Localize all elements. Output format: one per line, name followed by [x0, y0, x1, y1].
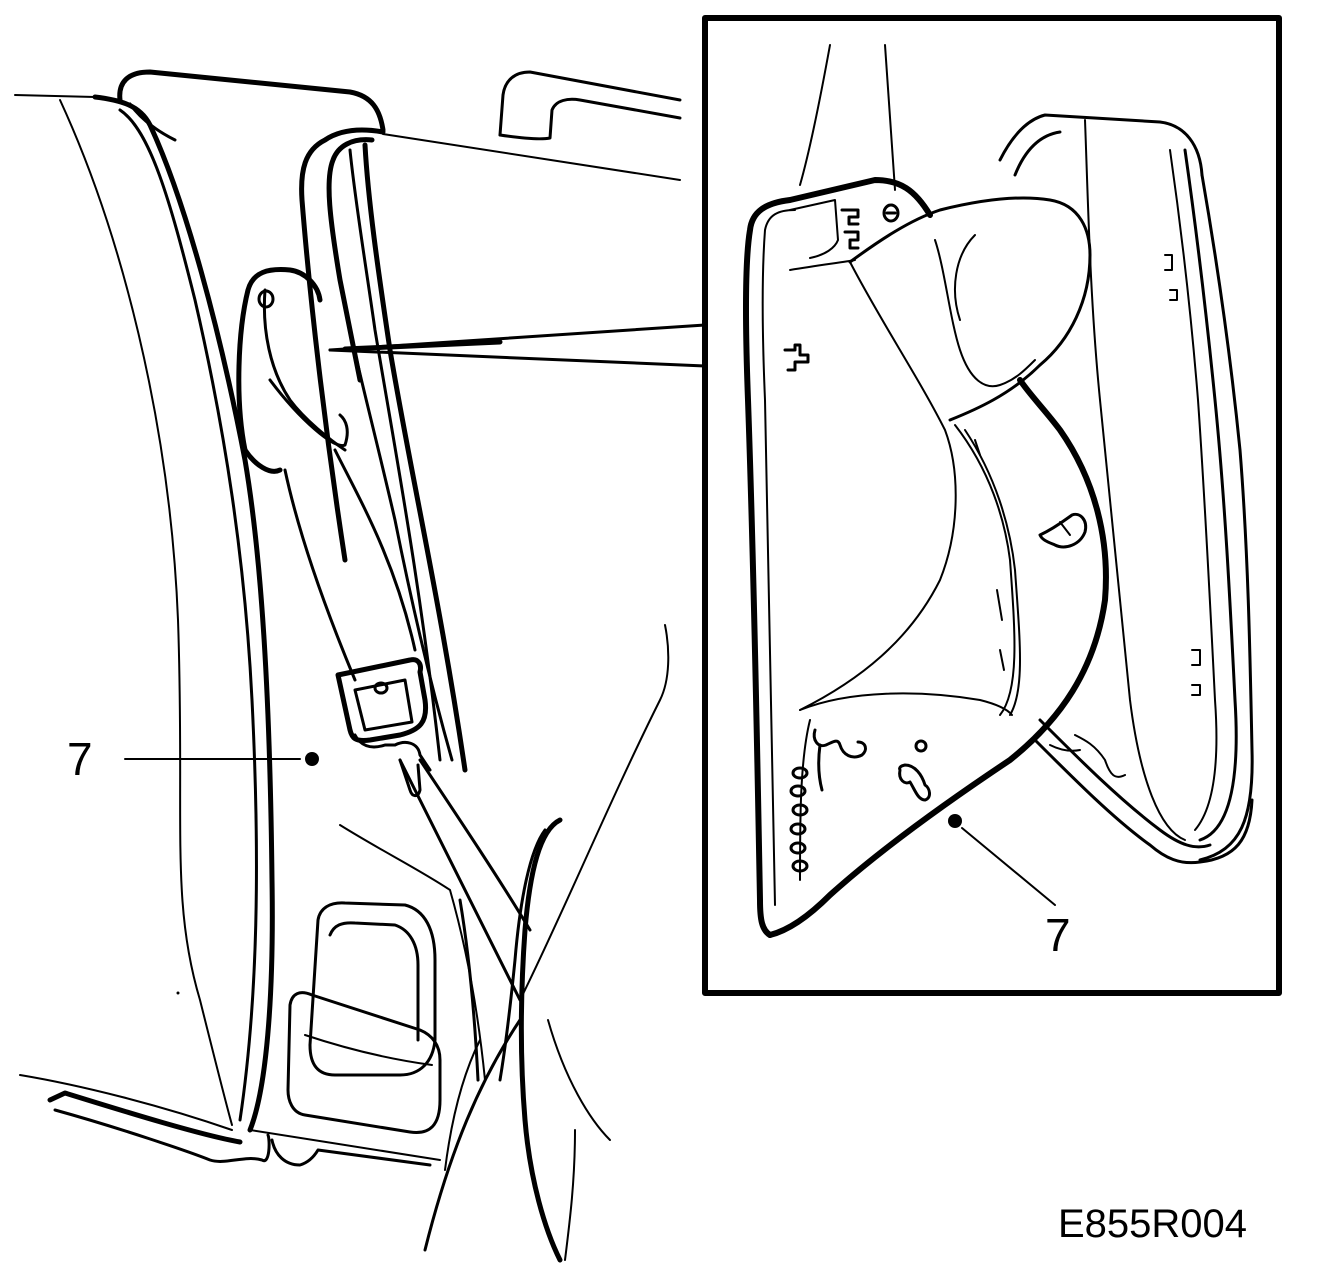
part-callout-inset: 7	[1045, 909, 1071, 961]
part-callout-main: 7	[67, 733, 93, 785]
figure-code: E855R004	[1058, 1202, 1248, 1246]
main-view	[14, 69, 682, 1263]
zoom-leader	[328, 323, 707, 368]
detail-inset	[702, 15, 1282, 996]
